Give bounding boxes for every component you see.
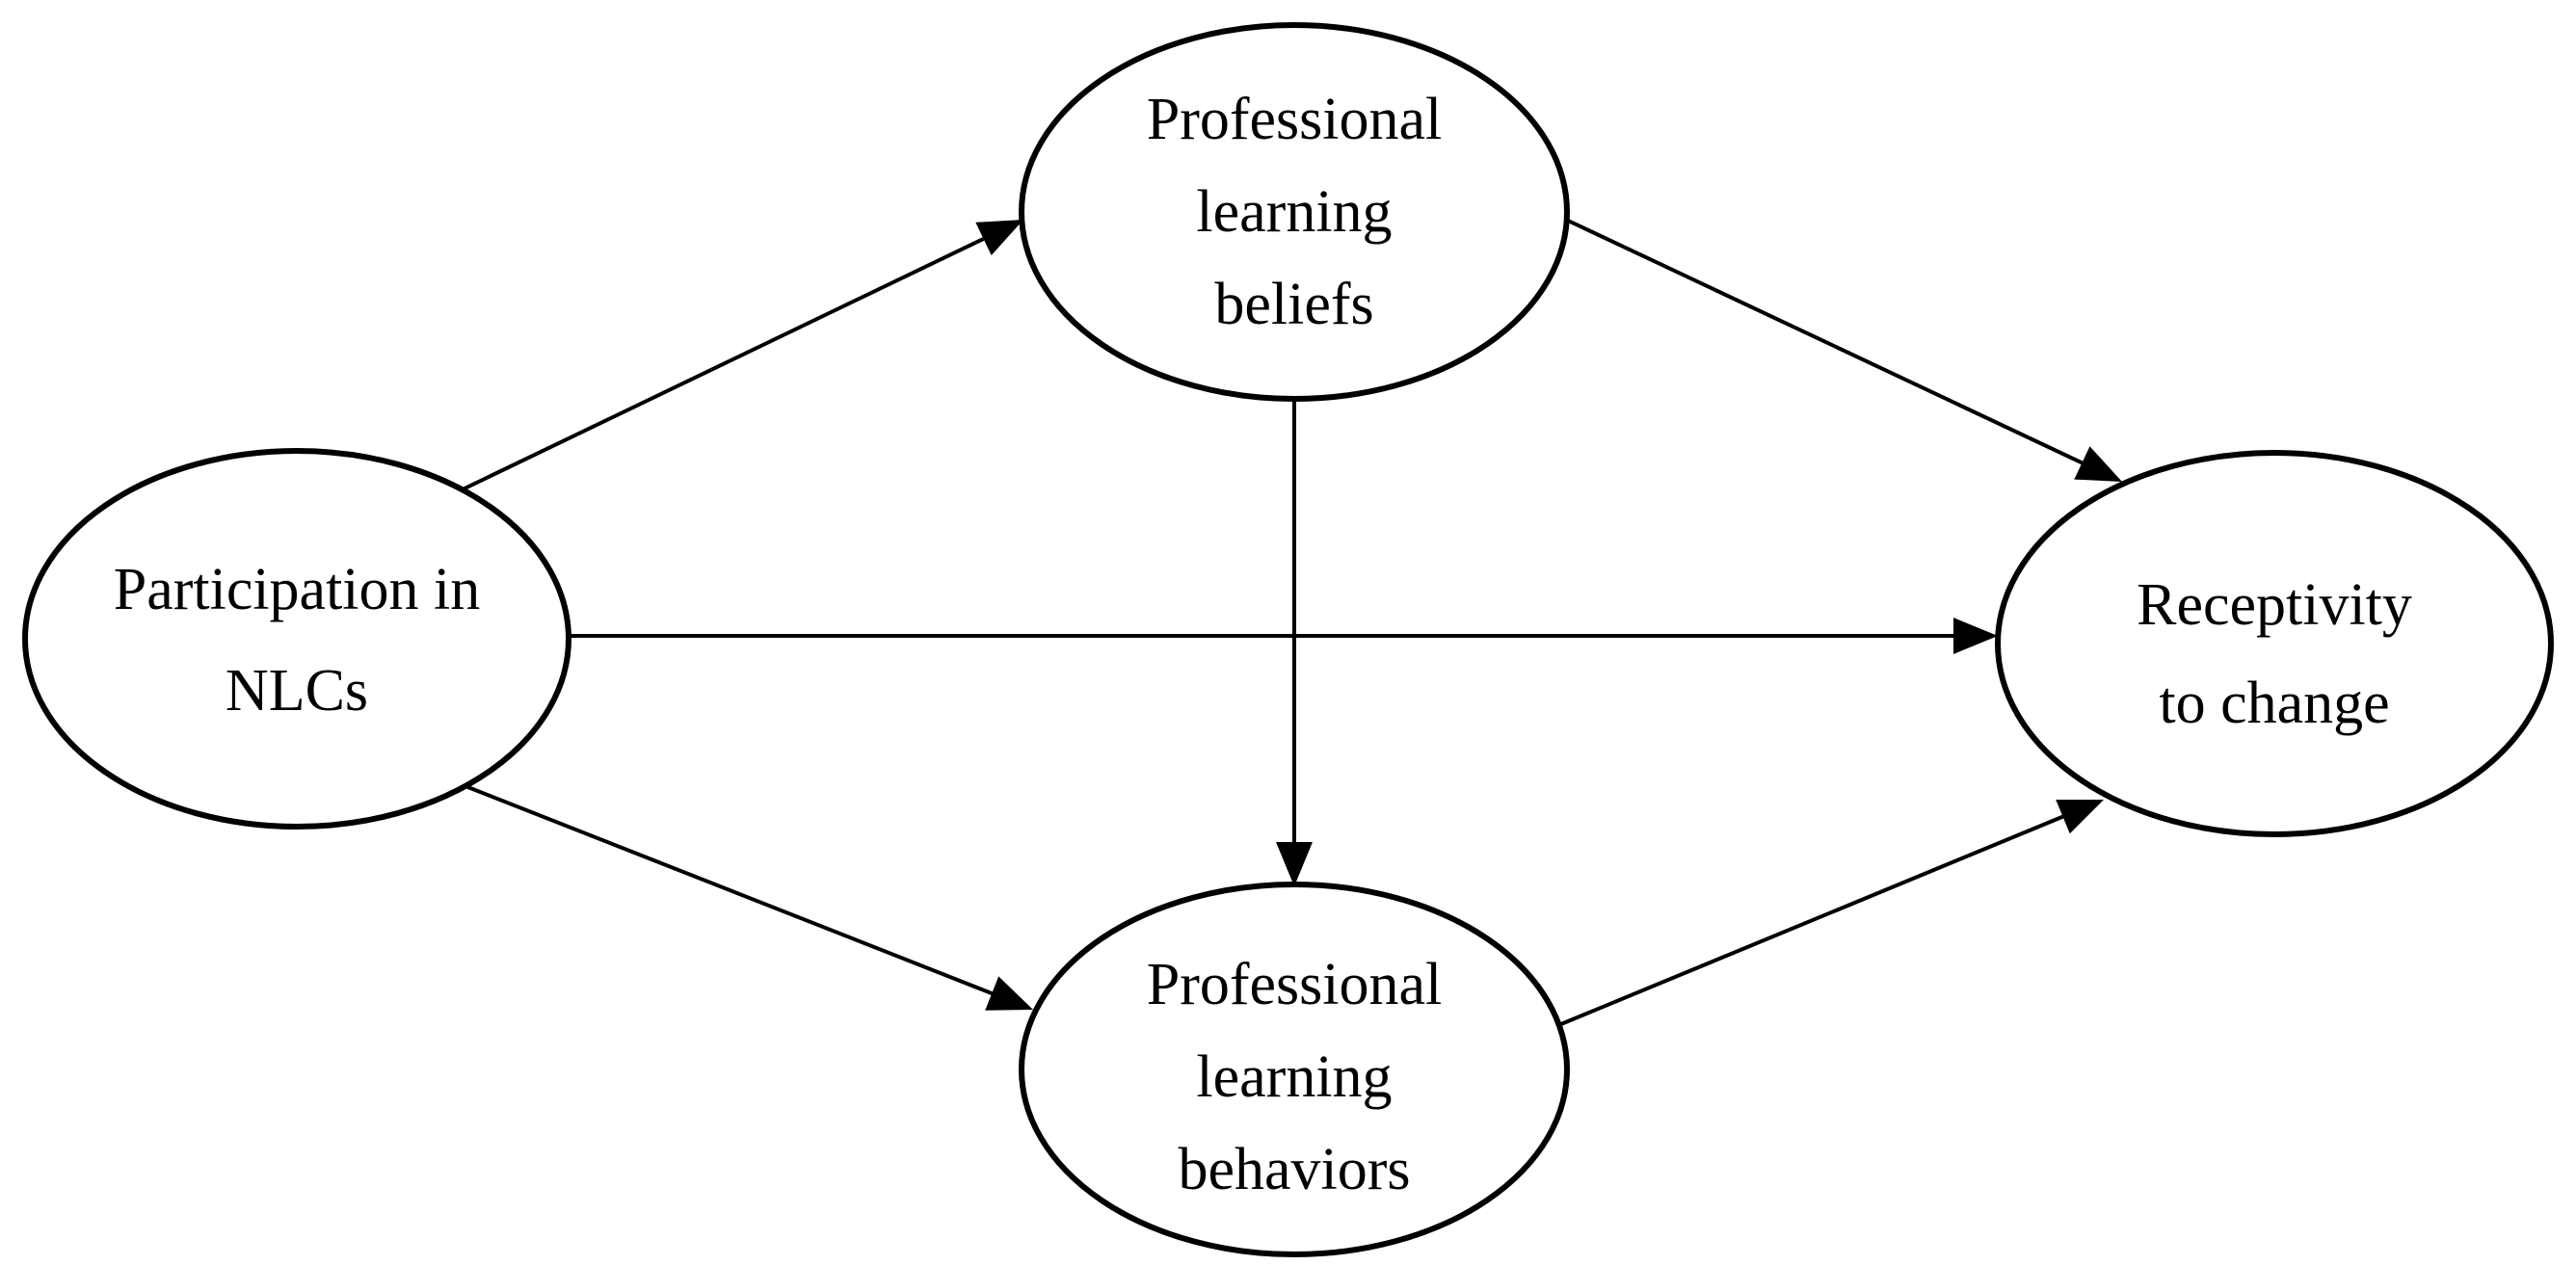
arrowhead-participation-to-receptivity-icon	[1953, 618, 1998, 654]
node-professional-learning-behaviors-ellipse	[1019, 882, 1570, 1257]
node-participation-nlcs-label-line1: Participation in	[114, 557, 481, 622]
node-receptivity-to-change: Receptivity to change	[1995, 450, 2554, 837]
arrowhead-beliefs-to-receptivity-icon	[2074, 446, 2122, 482]
node-professional-learning-beliefs-label-line3: beliefs	[1214, 272, 1373, 337]
node-receptivity-to-change-ellipse	[1995, 450, 2554, 837]
node-participation-nlcs-label-line2: NLCs	[226, 658, 368, 724]
node-receptivity-to-change-label-line1: Receptivity	[2137, 572, 2412, 638]
arrowhead-participation-to-behaviors-icon	[985, 976, 1033, 1011]
arrowhead-behaviors-to-receptivity-icon	[2056, 800, 2104, 834]
node-professional-learning-beliefs: Professional learning beliefs	[1019, 22, 1570, 402]
node-participation-nlcs-ellipse	[22, 448, 571, 830]
node-professional-learning-beliefs-ellipse	[1019, 22, 1570, 402]
arrow-behaviors-to-receptivity	[1555, 800, 2104, 1028]
node-professional-learning-behaviors-label-line2: learning	[1196, 1044, 1392, 1110]
arrow-participation-to-receptivity	[568, 618, 1998, 654]
node-professional-learning-behaviors: Professional learning behaviors	[1019, 882, 1570, 1257]
arrowhead-participation-to-beliefs-icon	[975, 220, 1023, 255]
arrow-beliefs-to-behaviors	[1276, 399, 1313, 886]
node-professional-learning-beliefs-label-line2: learning	[1196, 179, 1392, 245]
node-professional-learning-beliefs-label-line1: Professional	[1147, 87, 1443, 152]
arrowhead-beliefs-to-behaviors-icon	[1276, 842, 1313, 886]
node-professional-learning-behaviors-label-line1: Professional	[1147, 952, 1443, 1017]
arrow-participation-to-behaviors	[465, 784, 1033, 1011]
arrow-participation-to-beliefs-line	[462, 237, 985, 491]
arrow-participation-to-behaviors-line	[465, 784, 993, 995]
arrow-beliefs-to-receptivity	[1565, 218, 2122, 482]
arrow-beliefs-to-receptivity-line	[1565, 218, 2084, 465]
node-receptivity-to-change-label-line2: to change	[2159, 671, 2389, 736]
node-participation-nlcs: Participation in NLCs	[22, 448, 571, 830]
node-professional-learning-behaviors-label-line3: behaviors	[1178, 1137, 1410, 1202]
arrow-behaviors-to-receptivity-line	[1555, 814, 2064, 1028]
arrow-participation-to-beliefs	[462, 220, 1023, 491]
